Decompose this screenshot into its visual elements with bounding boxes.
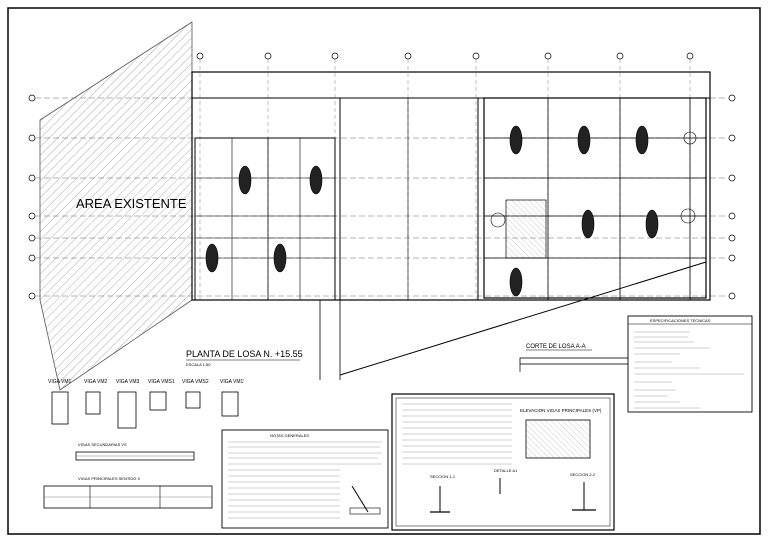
secondary-beams-elevation: VIGAS SECUNDARIAS VS (75, 442, 195, 461)
section-aa: CORTE DE LOSA A-A (519, 344, 633, 372)
beam-label-2: VIGA VM2 (84, 379, 108, 385)
sheet-border (7, 7, 761, 535)
detail-a1-label: DETALLE A1 (494, 468, 518, 473)
grid-axes-top (196, 52, 694, 300)
beam-sections: VIGA VM1 VIGA VM2 VIGA VM3 VIGA VMS1 VIG… (48, 379, 244, 429)
elevation-title: ELEVACION VIGAS PRINCIPALES (VP) (520, 408, 602, 413)
main-beams-label: VIGAS PRINCIPALES SENTIDO X (78, 476, 140, 481)
existing-area: AREA EXISTENTE (39, 21, 193, 391)
beam-label-3: VIGA VM3 (116, 379, 140, 385)
beam-label-5: VIGA VMS2 (182, 379, 209, 385)
main-beams-elevation: VIGAS PRINCIPALES SENTIDO X (43, 476, 213, 509)
beam-label-6: VIGA VM1' (220, 379, 244, 385)
beam-label-4: VIGA VMS1 (148, 379, 175, 385)
openings (490, 131, 697, 228)
general-notes-box: NOTAS GENERALES (221, 429, 389, 529)
section-2-label: SECCION 2-2 (570, 472, 596, 477)
section-title: CORTE DE LOSA A-A (526, 344, 586, 350)
slab-plan (191, 71, 711, 380)
elevation-box: ELEVACION VIGAS PRINCIPALES (VP) SECCION… (391, 393, 615, 531)
notes-title: NOTAS GENERALES (270, 433, 309, 438)
section-1-label: SECCION 1-1 (430, 474, 456, 479)
beam-label-1: VIGA VM1 (48, 379, 72, 385)
plan-title: PLANTA DE LOSA N. +15.55 (186, 349, 303, 359)
specs-box: ESPECIFICACIONES TECNICAS (627, 315, 753, 413)
secondary-beams-label: VIGAS SECUNDARIAS VS (78, 442, 127, 447)
existing-area-label: AREA EXISTENTE (76, 196, 187, 211)
column-markers (205, 125, 659, 297)
plan-scale: ESCALA 1:50 (186, 362, 211, 367)
specs-title: ESPECIFICACIONES TECNICAS (650, 318, 711, 323)
